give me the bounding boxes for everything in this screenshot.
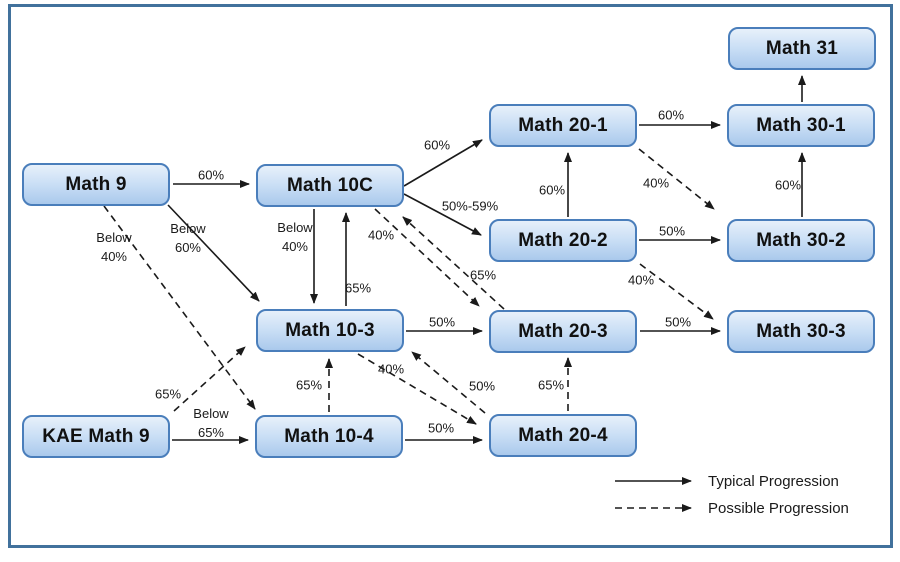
solid-arrow-icon [615,477,692,485]
node-math-20-1: Math 20-1 [489,104,637,147]
node-math-10-4: Math 10-4 [255,415,403,458]
edge-math-10-3-to-math-20-4 [357,353,477,425]
edge-label-math-10c-to-math-20-3: 40% [367,227,395,243]
edge-label-math-20-4-to-math-10-3: 40% [377,361,405,377]
edge-label-math-10-3-to-math-10c: 65% [344,280,372,296]
edge-label-math-20-3-to-math-10c: 65% [469,267,497,283]
node-kae-math-9: KAE Math 9 [22,415,170,458]
node-math-20-3: Math 20-3 [489,310,637,353]
node-math-10-3: Math 10-3 [256,309,404,352]
edge-label-kae-math-9-to-math-10-4: Below 65% [193,406,229,440]
edge-label-math-30-2-to-math-30-1: 60% [774,177,802,193]
node-math-30-3: Math 30-3 [727,310,875,353]
node-math-10c: Math 10C [256,164,404,207]
node-math-30-1: Math 30-1 [727,104,875,147]
edge-label-math-9-to-math-10c: 60% [197,167,225,183]
edge-label-math-20-3-to-math-30-3: 50% [664,314,692,330]
node-math-30-2: Math 30-2 [727,219,875,262]
node-math-9: Math 9 [22,163,170,206]
legend-label-possible: Possible Progression [708,499,849,517]
edge-math-10c-to-math-20-3 [374,208,480,307]
edge-label-math-10c-to-math-20-1: 60% [423,137,451,153]
node-math-20-2: Math 20-2 [489,219,637,262]
node-math-31: Math 31 [728,27,876,70]
legend-item-typical-progression: Typical Progression [613,470,839,492]
edge-label-math-20-2-to-math-30-2: 50% [658,223,686,239]
edge-math-20-2-to-math-30-3 [639,263,714,320]
edge-label-math-9-to-math-10-4: Below 40% [96,230,132,264]
edge-label-math-20-4-to-math-20-3: 65% [537,377,565,393]
edge-label-math-20-1-to-math-30-2: 40% [642,175,670,191]
node-math-20-4: Math 20-4 [489,414,637,457]
edge-label-math-10c-to-math-10-3: Below 40% [277,220,313,254]
edge-math-20-4-to-math-10-3 [411,351,486,414]
edge-label-math-10-3-to-math-20-3: 50% [428,314,456,330]
edge-label-math-10-4-to-math-10-3: 65% [295,377,323,393]
edge-label-math-10c-to-math-20-2: 50%-59% [441,198,499,214]
dashed-arrow-icon [615,504,692,512]
edge-math-10c-to-math-20-2 [403,193,482,236]
edge-label-math-10-4-to-math-20-4: 50% [427,420,455,436]
edge-math-10c-to-math-20-1 [403,139,483,187]
edge-label-math-20-2-to-math-30-3: 40% [627,272,655,288]
edge-math-9-to-math-10-3 [167,204,260,302]
edge-math-20-3-to-math-10c [402,216,505,310]
edge-label-math-10-3-to-math-20-4: 50% [468,378,496,394]
edge-label-kae-math-9-to-math-10-3: 65% [154,386,182,402]
edge-label-math-20-2-to-math-20-1: 60% [538,182,566,198]
edge-label-math-9-to-math-10-3: Below 60% [170,221,206,255]
edge-label-math-20-1-to-math-30-1: 60% [657,107,685,123]
edge-kae-math-9-to-math-10-3 [173,346,246,412]
legend-label-typical: Typical Progression [708,472,839,490]
legend-item-possible-progression: Possible Progression [613,497,849,519]
edge-math-9-to-math-10-4 [103,205,256,410]
edge-math-20-1-to-math-30-2 [638,148,715,210]
